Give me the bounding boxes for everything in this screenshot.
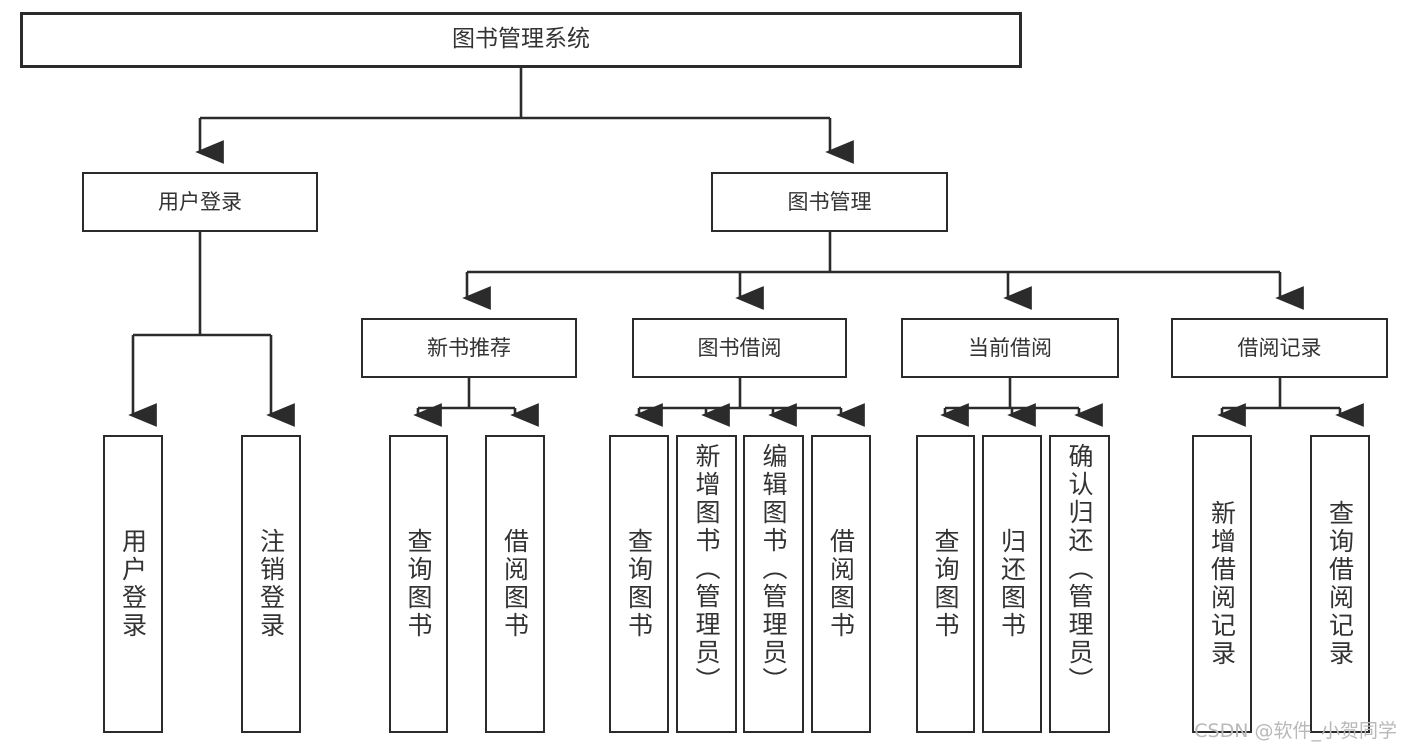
node-leaf-query-record-label: 查询借阅记录 <box>1325 500 1355 668</box>
node-root[interactable]: 图书管理系统 <box>20 12 1022 68</box>
node-leaf-edit-book-label: 编辑图书（管理员） <box>759 443 788 695</box>
node-leaf-add-record[interactable]: 新增借阅记录 <box>1192 435 1252 733</box>
node-leaf-add-record-label: 新增借阅记录 <box>1207 500 1237 668</box>
node-leaf-borrow-book-1[interactable]: 借阅图书 <box>485 435 545 733</box>
node-leaf-borrow-book-2-label: 借阅图书 <box>826 528 856 640</box>
node-leaf-return-book[interactable]: 归还图书 <box>982 435 1042 733</box>
csdn-watermark: CSDN @软件_小贺同学 <box>1194 720 1397 742</box>
node-book-manage-label: 图书管理 <box>787 189 872 214</box>
node-leaf-logout-label: 注销登录 <box>256 528 286 640</box>
node-leaf-query-book-3[interactable]: 查询图书 <box>916 435 975 733</box>
node-book-borrow[interactable]: 图书借阅 <box>632 318 847 378</box>
node-leaf-confirm-return[interactable]: 确认归还（管理员） <box>1049 435 1110 733</box>
node-leaf-query-book-2[interactable]: 查询图书 <box>609 435 669 733</box>
node-leaf-query-book-2-label: 查询图书 <box>624 528 654 640</box>
node-new-book-recommend[interactable]: 新书推荐 <box>361 318 577 378</box>
node-leaf-confirm-return-label: 确认归还（管理员） <box>1065 443 1094 695</box>
node-borrow-record[interactable]: 借阅记录 <box>1171 318 1388 378</box>
node-leaf-return-book-label: 归还图书 <box>997 528 1027 640</box>
node-new-book-recommend-label: 新书推荐 <box>427 335 511 360</box>
node-leaf-logout[interactable]: 注销登录 <box>241 435 301 733</box>
node-leaf-borrow-book-1-label: 借阅图书 <box>500 528 530 640</box>
node-book-manage[interactable]: 图书管理 <box>711 172 948 232</box>
node-leaf-edit-book[interactable]: 编辑图书（管理员） <box>743 435 804 733</box>
node-book-borrow-label: 图书借阅 <box>697 335 782 360</box>
node-leaf-user-login-label: 用户登录 <box>118 528 148 640</box>
node-user-login[interactable]: 用户登录 <box>82 172 318 232</box>
node-leaf-add-book[interactable]: 新增图书（管理员） <box>676 435 737 733</box>
node-current-borrow-label: 当前借阅 <box>968 335 1052 360</box>
node-root-label: 图书管理系统 <box>452 26 590 53</box>
node-user-login-label: 用户登录 <box>158 189 242 214</box>
node-borrow-record-label: 借阅记录 <box>1237 335 1322 360</box>
node-current-borrow[interactable]: 当前借阅 <box>901 318 1119 378</box>
node-leaf-add-book-label: 新增图书（管理员） <box>692 443 721 695</box>
node-leaf-query-book-3-label: 查询图书 <box>931 528 960 640</box>
node-leaf-query-book-1[interactable]: 查询图书 <box>389 435 448 733</box>
node-leaf-query-book-1-label: 查询图书 <box>404 528 433 640</box>
node-leaf-user-login[interactable]: 用户登录 <box>103 435 163 733</box>
node-leaf-borrow-book-2[interactable]: 借阅图书 <box>811 435 871 733</box>
node-leaf-query-record[interactable]: 查询借阅记录 <box>1310 435 1370 733</box>
